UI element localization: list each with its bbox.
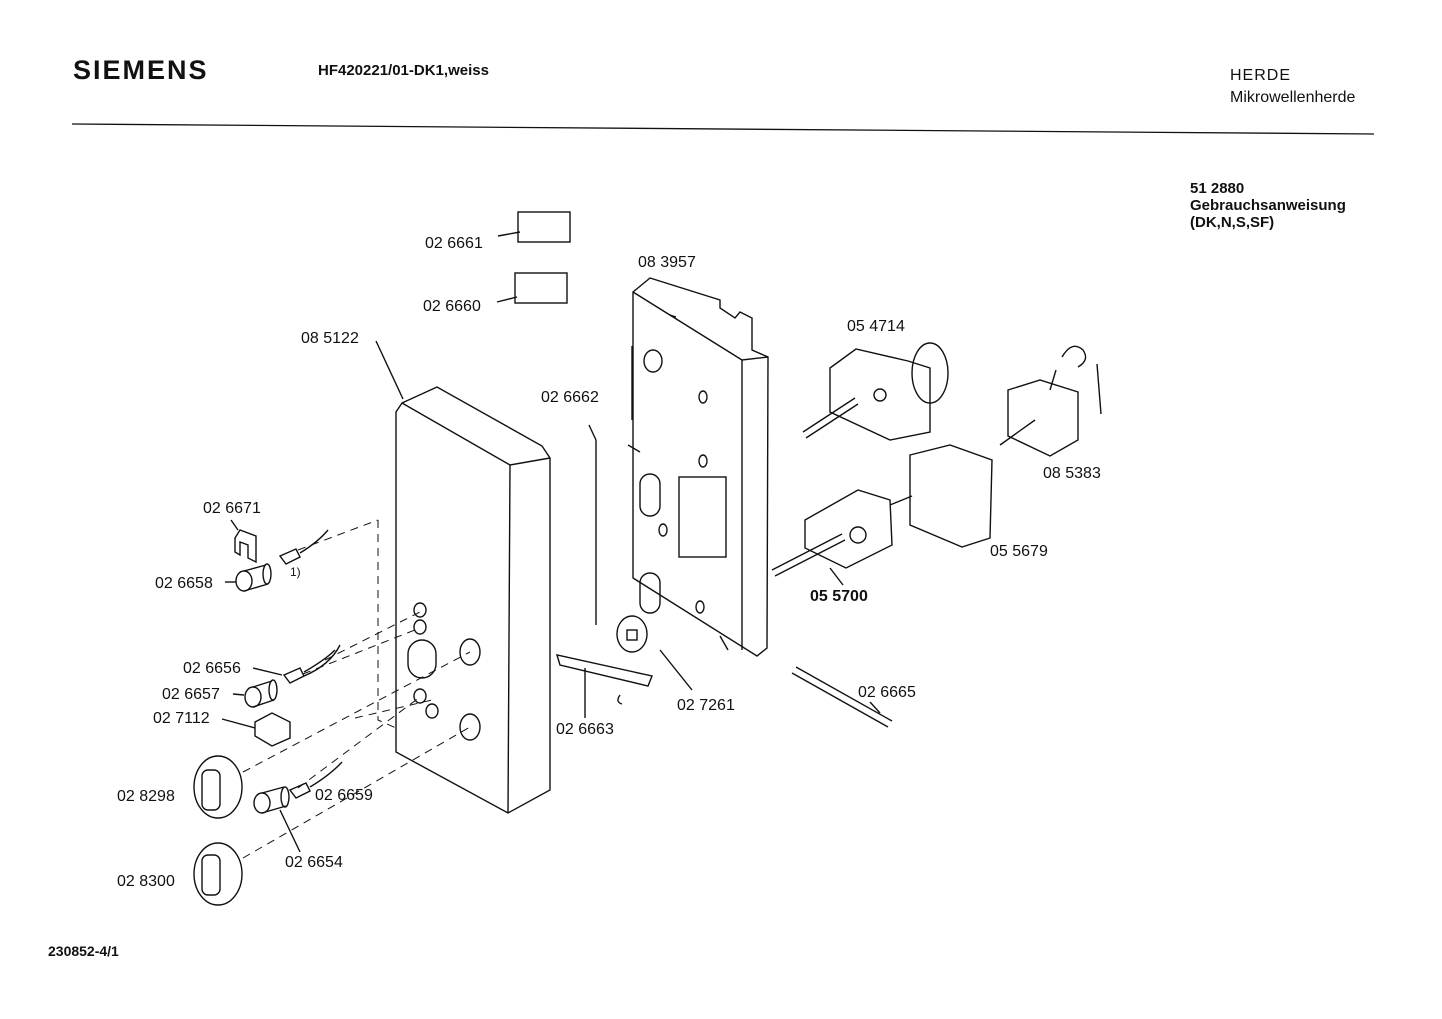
lamp-026659 [288,761,343,799]
category-label: HERDE [1230,67,1292,84]
lamp-026671-wire [278,529,329,565]
model-number: HF420221/01-DK1,weiss [318,62,489,79]
clip-part-026671 [230,519,257,564]
timer-part [802,342,949,441]
label-028298: 02 8298 [117,788,175,805]
rotary-switch-part [771,489,893,577]
selector-switch-part [889,444,993,548]
drawing-number: 230852-4/1 [48,943,119,959]
knob-028300 [193,842,243,906]
header-rule [71,123,1375,135]
label-026656: 02 6656 [183,660,241,677]
cap-part-027112 [254,712,291,747]
footnote-marker: 1) [290,565,301,579]
lamp-socket-026654 [253,786,290,814]
label-028300: 02 8300 [117,873,175,890]
label-085122: 08 5122 [301,330,359,347]
thermostat-part [999,345,1102,457]
label-026658: 02 6658 [155,575,213,592]
round-holder-part [616,615,693,691]
lamp-socket-026658 [235,563,272,592]
leader-085122 [375,340,404,400]
label-027112: 02 7112 [153,710,210,727]
lamp-socket-026657 [244,679,278,708]
document-languages: (DK,N,S,SF) [1190,214,1275,231]
label-055700: 05 5700 [810,588,868,605]
rod-part [791,666,893,728]
brand-logo: SIEMENS [73,55,209,85]
label-026654: 02 6654 [285,854,343,871]
label-026665: 02 6665 [858,684,916,701]
label-026657: 02 6657 [162,686,220,703]
subcategory-label: Mikrowellenherde [1230,89,1356,106]
label-026663: 02 6663 [556,721,614,738]
document-title: Gebrauchsanweisung [1190,197,1346,214]
label-085383: 08 5383 [1043,465,1101,482]
label-026659: 02 6659 [315,787,373,804]
label-026661: 02 6661 [425,235,483,252]
lamp-026656 [282,644,341,684]
front-panel-part [375,340,551,814]
push-switch-026660 [496,272,568,304]
label-026671: 02 6671 [203,500,261,517]
knob-028298 [193,755,243,819]
lever-part [555,654,653,718]
label-083957: 08 3957 [638,254,696,271]
document-number: 51 2880 [1190,180,1245,197]
label-026662: 02 6662 [541,389,599,406]
mounting-bracket-part [627,277,769,657]
label-054714: 05 4714 [847,318,905,335]
label-026660: 02 6660 [423,298,481,315]
push-switch-026661 [497,211,571,243]
label-027261: 02 7261 [677,697,735,714]
document-reference: 51 2880 Gebrauchsanweisung (DK,N,S,SF) [1190,180,1346,231]
label-055679: 05 5679 [990,543,1048,560]
